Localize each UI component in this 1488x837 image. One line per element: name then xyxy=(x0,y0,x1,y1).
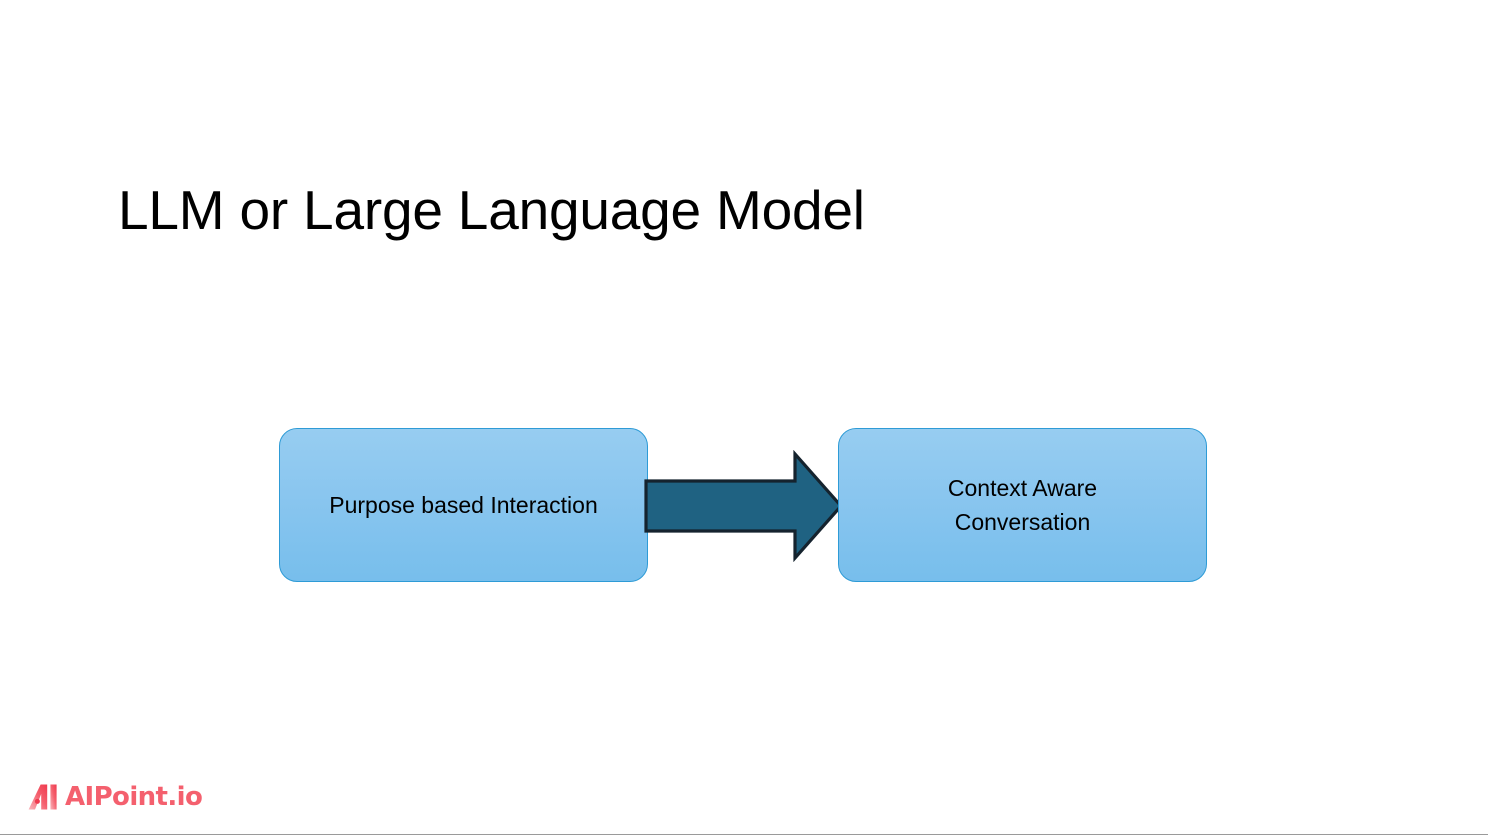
flow-node-context[interactable]: Context Aware Conversation xyxy=(838,428,1207,582)
right-block-arrow-icon xyxy=(644,450,844,562)
flow-node-purpose-label: Purpose based Interaction xyxy=(329,492,598,518)
flow-node-context-label: Context Aware Conversation xyxy=(947,475,1098,535)
page-title: LLM or Large Language Model xyxy=(118,178,865,241)
ai-monogram-icon xyxy=(28,784,57,810)
brand-logo-text: AIPoint.io xyxy=(65,782,203,812)
brand-logo: AIPoint.io xyxy=(28,780,203,814)
flow-node-purpose[interactable]: Purpose based Interaction xyxy=(279,428,648,582)
slide-bottom-rule xyxy=(0,834,1488,835)
